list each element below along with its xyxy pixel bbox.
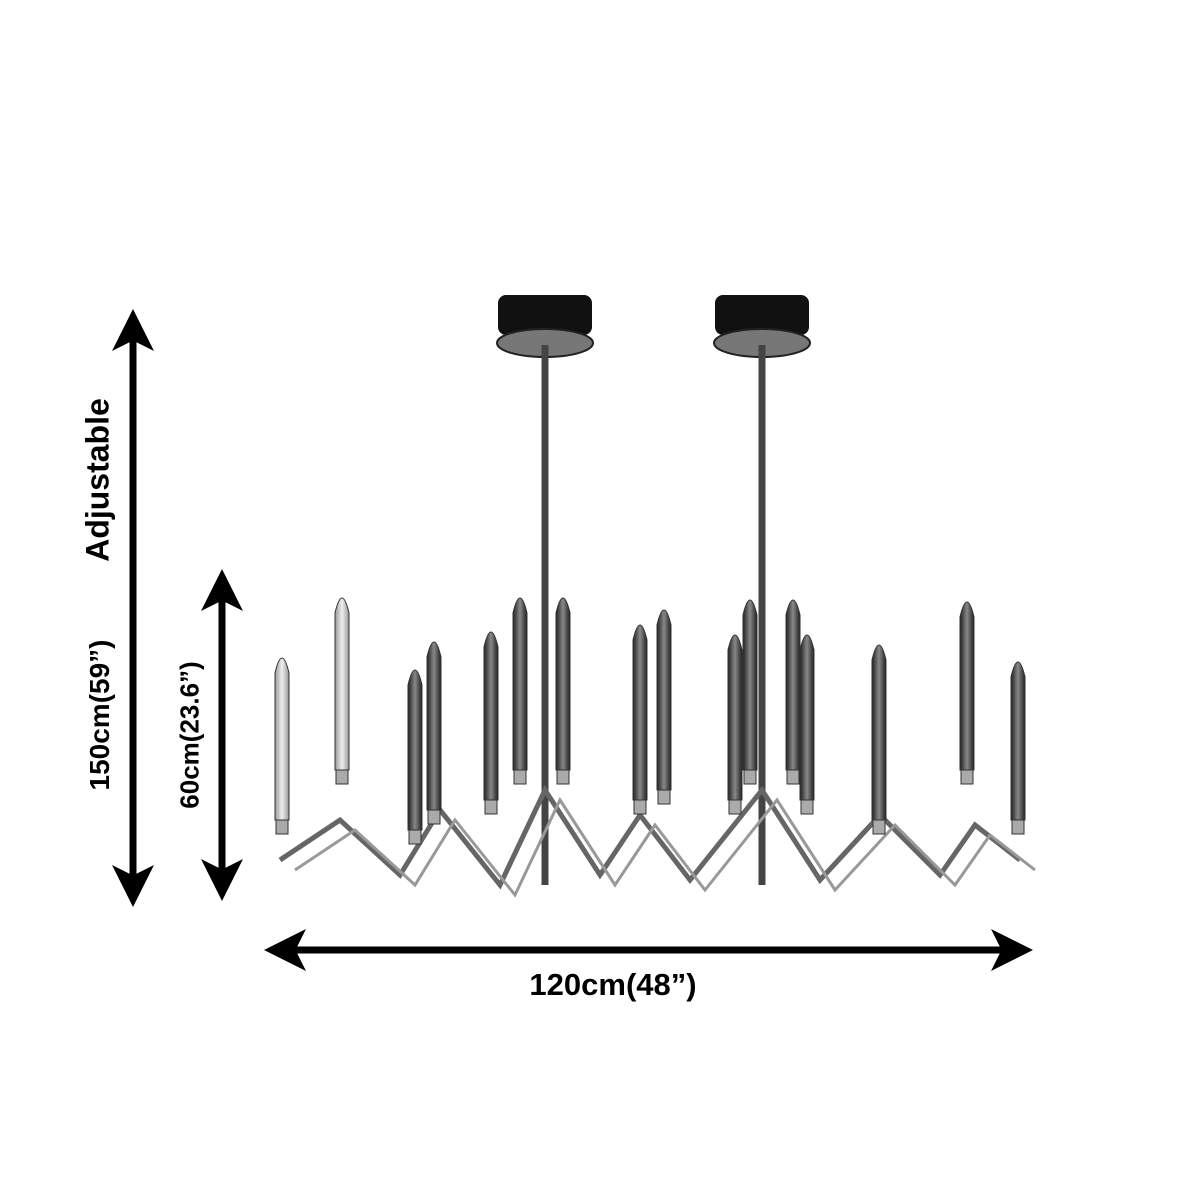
chandelier-arms [278, 784, 1022, 890]
total-height-label: 150cm(59”) [84, 639, 115, 791]
candle-light [274, 657, 290, 821]
candle-cup [427, 809, 441, 825]
chandelier-illustration [274, 295, 1036, 898]
candle-light [407, 669, 423, 831]
candle-light [871, 644, 887, 821]
width-label: 120cm(48”) [529, 967, 697, 1002]
candle-cup [275, 819, 289, 835]
body-height-label: 60cm(23.6”) [174, 661, 205, 809]
ceiling-canopy [498, 295, 592, 335]
candle-light [785, 599, 801, 771]
chandelier-arms-back [294, 796, 1036, 898]
candle-cup [556, 769, 570, 785]
candle-cup [484, 799, 498, 815]
candle-cup [633, 799, 647, 815]
adjustable-label: Adjustable [79, 398, 116, 562]
candle-cup [408, 829, 422, 845]
candle-cup [960, 769, 974, 785]
candle-cup [743, 769, 757, 785]
candle-light [483, 631, 499, 801]
candle-light [742, 599, 758, 771]
candle-cup [1011, 819, 1025, 835]
candle-light [727, 634, 743, 801]
candle-light [1010, 661, 1026, 821]
ceiling-canopy [715, 295, 809, 335]
candle-light [959, 601, 975, 771]
candle-cup [800, 799, 814, 815]
candle-cup [657, 789, 671, 805]
candle-light [512, 597, 528, 771]
candle-cup [872, 819, 886, 835]
candle-light [656, 609, 672, 791]
candle-light [799, 634, 815, 801]
candle-cup [786, 769, 800, 785]
candle-cup [728, 799, 742, 815]
candle-cup [513, 769, 527, 785]
candle-light [632, 624, 648, 801]
candle-light [334, 597, 350, 771]
candle-cup [335, 769, 349, 785]
candle-light [426, 641, 442, 811]
candle-light [555, 597, 571, 771]
